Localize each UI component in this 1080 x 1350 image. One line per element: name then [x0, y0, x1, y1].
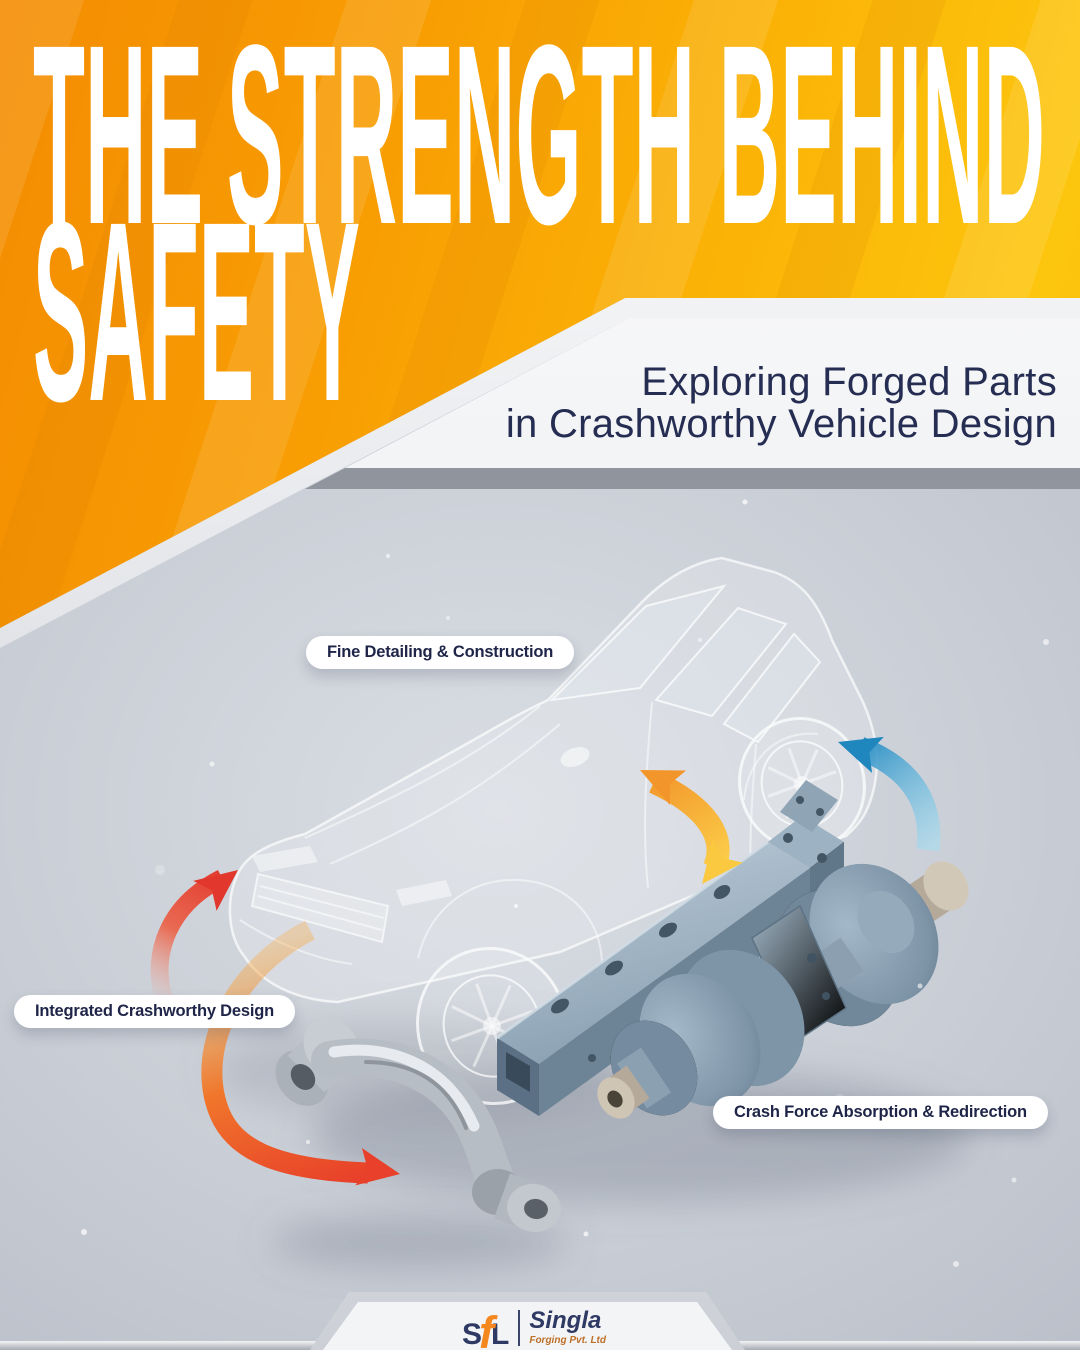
callout-fine-detailing-label: Fine Detailing & Construction: [327, 643, 554, 661]
title-line-1: THE STRENGTH BEHIND: [33, 0, 1045, 278]
car-rear-window: [722, 632, 822, 744]
poster-subtitle: Exploring Forged Parts in Crashworthy Ve…: [506, 361, 1057, 445]
logo-divider: [518, 1309, 521, 1346]
brand-tagline: Forging Pvt. Ltd: [529, 1335, 606, 1346]
logo-monogram-f: f: [479, 1307, 495, 1350]
logo-monogram-l: L: [491, 1318, 510, 1350]
control-arm-bushing-hole: [524, 1198, 548, 1220]
callout-integrated-design: Integrated Crashworthy Design: [14, 995, 295, 1028]
car-headlight-right: [396, 880, 452, 906]
car-body-outline: [228, 556, 879, 1004]
car-front-window: [654, 606, 788, 718]
car-grille-line: [259, 885, 385, 919]
car-mirror: [560, 747, 590, 767]
title-line-2: SAFETY: [33, 169, 360, 430]
logo-monogram: S f L: [462, 1305, 509, 1350]
control-arm-part: [275, 1018, 561, 1233]
car-panel-lines: [239, 701, 819, 965]
brand-logo: S f L Singla Forging Pvt. Ltd: [462, 1305, 606, 1350]
orange-curved-arrow-icon: [201, 920, 400, 1186]
car-windshield: [549, 584, 727, 702]
subtitle-line-2: in Crashworthy Vehicle Design: [505, 402, 1057, 446]
callout-integrated-design-label: Integrated Crashworthy Design: [35, 1002, 274, 1020]
car-grille: [250, 872, 390, 944]
callout-crash-force-label: Crash Force Absorption & Redirection: [734, 1103, 1027, 1121]
beam-socket-hole: [506, 1052, 530, 1092]
car-grille-line: [257, 895, 383, 931]
callout-crash-force: Crash Force Absorption & Redirection: [713, 1096, 1048, 1129]
crankshaft-part: [597, 861, 969, 1119]
control-arm-bushing-hole: [290, 1064, 316, 1090]
subtitle-line-1: Exploring Forged Parts: [641, 360, 1057, 404]
logo-text: Singla Forging Pvt. Ltd: [529, 1309, 606, 1346]
logo-monogram-s: S: [462, 1318, 483, 1350]
red-curved-arrow-icon: [150, 869, 238, 1003]
poster-title: THE STRENGTH BEHIND SAFETY: [33, 0, 1045, 430]
brand-name: Singla: [529, 1307, 602, 1334]
blue-curved-arrow-icon: [838, 736, 941, 852]
crankshaft-bore-hole: [607, 1090, 623, 1108]
ghost-car-illustration: [228, 556, 879, 1106]
callout-fine-detailing: Fine Detailing & Construction: [306, 636, 575, 669]
yellow-double-arrow-icon: [640, 770, 743, 884]
car-headlight-left: [252, 846, 318, 872]
